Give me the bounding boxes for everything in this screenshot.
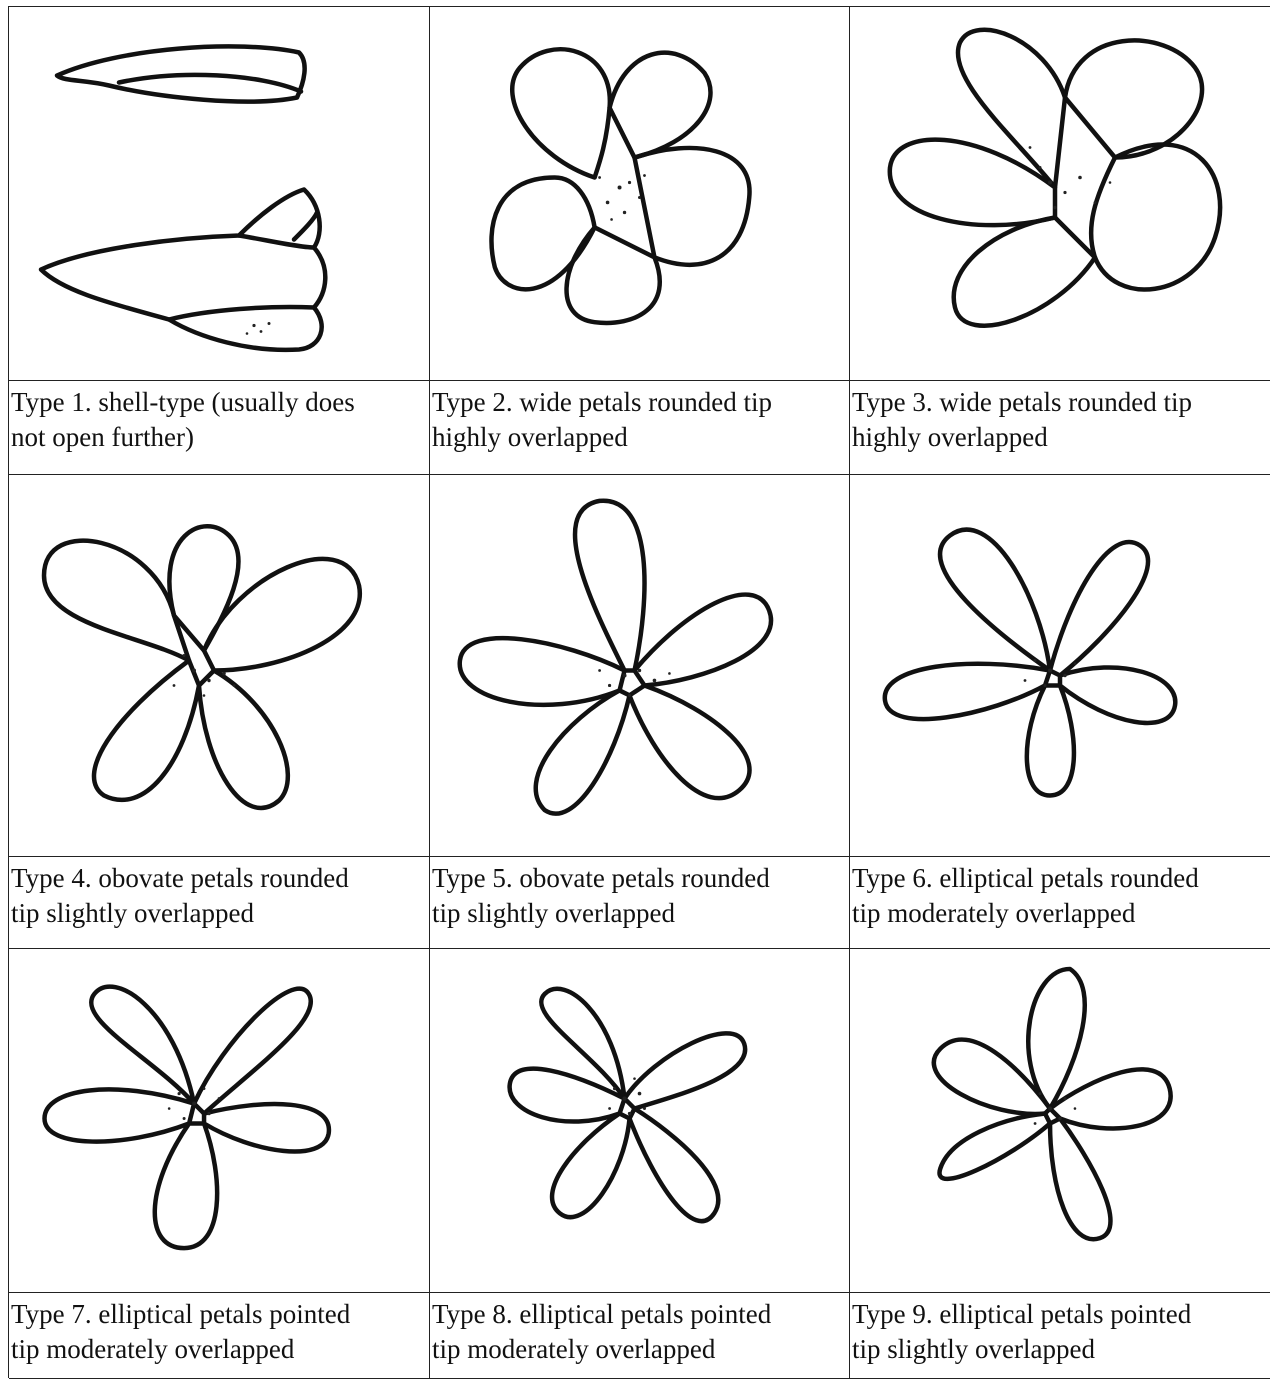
caption-line-1: Type 5. obovate petals rounded xyxy=(432,863,770,893)
elliptical-pointed-flower-drawing xyxy=(9,949,429,1292)
caption-cell-type-7: Type 7. elliptical petals pointed tip mod… xyxy=(9,1293,430,1379)
caption-line-2: tip slightly overlapped xyxy=(432,898,675,928)
figure-cell-type-5 xyxy=(430,475,850,857)
caption-cell-type-1: Type 1. shell-type (usually does not open… xyxy=(9,381,430,475)
elliptical-pointed-flower-drawing xyxy=(430,949,849,1292)
caption-line-2: tip slightly overlapped xyxy=(852,1334,1095,1364)
figure-cell-type-9 xyxy=(850,949,1270,1293)
caption-line-2: tip moderately overlapped xyxy=(11,1334,294,1364)
wide-petal-flower-drawing xyxy=(430,7,849,380)
caption-cell-type-6: Type 6. elliptical petals rounded tip mod… xyxy=(850,857,1270,949)
figure-cell-type-4 xyxy=(9,475,430,857)
figure-cell-type-7 xyxy=(9,949,430,1293)
caption-cell-type-8: Type 8. elliptical petals pointed tip mod… xyxy=(430,1293,850,1379)
obovate-petal-flower-drawing xyxy=(9,475,429,856)
elliptical-pointed-flower-drawing xyxy=(850,949,1270,1292)
wide-petal-flower-drawing xyxy=(850,7,1270,380)
caption-line-1: Type 8. elliptical petals pointed xyxy=(432,1299,771,1329)
figure-cell-type-1 xyxy=(9,7,430,381)
flower-type-table: Type 1. shell-type (usually does not open… xyxy=(8,6,1270,1378)
caption-line-1: Type 2. wide petals rounded tip xyxy=(432,387,772,417)
shell-flower-drawing xyxy=(9,7,429,380)
caption-line-2: tip moderately overlapped xyxy=(852,898,1135,928)
caption-line-1: Type 3. wide petals rounded tip xyxy=(852,387,1192,417)
figure-cell-type-2 xyxy=(430,7,850,381)
obovate-petal-flower-drawing xyxy=(430,475,849,856)
caption-cell-type-9: Type 9. elliptical petals pointed tip sli… xyxy=(850,1293,1270,1379)
caption-line-2: tip slightly overlapped xyxy=(11,898,254,928)
caption-line-1: Type 9. elliptical petals pointed xyxy=(852,1299,1191,1329)
figure-cell-type-8 xyxy=(430,949,850,1293)
caption-line-1: Type 4. obovate petals rounded xyxy=(11,863,349,893)
caption-line-2: highly overlapped xyxy=(852,422,1048,452)
caption-cell-type-2: Type 2. wide petals rounded tip highly ov… xyxy=(430,381,850,475)
caption-line-2: highly overlapped xyxy=(432,422,628,452)
caption-cell-type-3: Type 3. wide petals rounded tip highly ov… xyxy=(850,381,1270,475)
figure-cell-type-3 xyxy=(850,7,1270,381)
caption-cell-type-5: Type 5. obovate petals rounded tip slight… xyxy=(430,857,850,949)
elliptical-rounded-flower-drawing xyxy=(850,475,1270,856)
caption-line-1: Type 7. elliptical petals pointed xyxy=(11,1299,350,1329)
caption-cell-type-4: Type 4. obovate petals rounded tip slight… xyxy=(9,857,430,949)
caption-line-1: Type 6. elliptical petals rounded xyxy=(852,863,1199,893)
figure-cell-type-6 xyxy=(850,475,1270,857)
caption-line-1: Type 1. shell-type (usually does xyxy=(11,387,355,417)
caption-line-2: not open further) xyxy=(11,422,194,452)
caption-line-2: tip moderately overlapped xyxy=(432,1334,715,1364)
